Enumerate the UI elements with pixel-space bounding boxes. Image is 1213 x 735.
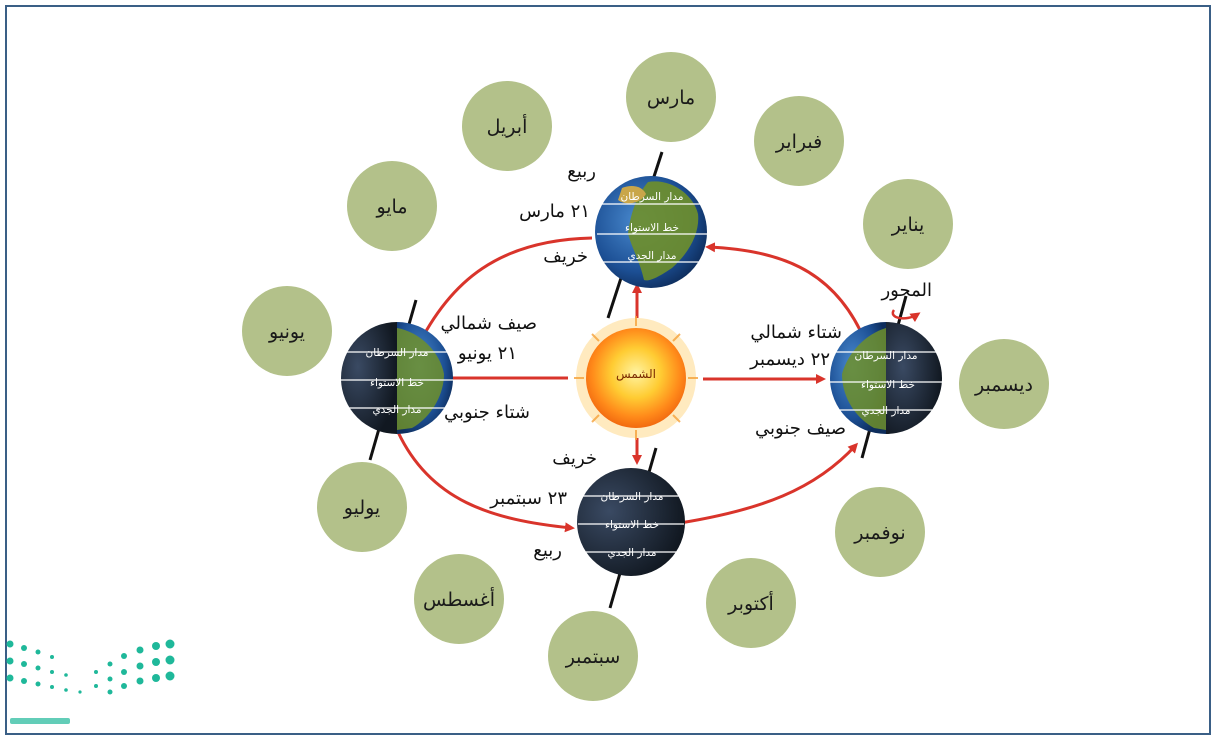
sun-rays (574, 316, 698, 440)
month-october: أكتوبر (727, 591, 774, 615)
orbit-arrow-december-to-march (705, 242, 862, 331)
march-season-top: ربيع (567, 161, 596, 182)
earth-march-tropic-cancer: مدار السرطان (620, 191, 683, 203)
december-season-top: شتاء شمالي (750, 322, 842, 343)
season-labels: ربيع ٢١ مارس خريف صيف شمالي ٢١ يونيو شتا… (440, 161, 932, 561)
month-june: يونيو (268, 321, 305, 343)
september-season-top: خريف (552, 448, 597, 469)
orbit-arrow-march-to-june (414, 236, 593, 353)
axis-label: المحور (880, 280, 932, 301)
orbit-arrow-june-to-september (396, 431, 575, 533)
earth-june-tropic-capricorn: مدار الجدي (372, 404, 421, 416)
month-september: سبتمبر (565, 646, 621, 668)
earth-june: مدار السرطان خط الاستواء مدار الجدي (341, 299, 453, 461)
month-march: مارس (647, 87, 695, 109)
sun: الشمس (574, 316, 698, 440)
ministry-logo (6, 639, 175, 724)
june-season-top: صيف شمالي (440, 313, 537, 334)
september-season-bottom: ربيع (533, 540, 562, 561)
month-december: ديسمبر (974, 374, 1033, 396)
earth-september: مدار السرطان خط الاستواء مدار الجدي (577, 447, 685, 609)
earth-june-tropic-cancer: مدار السرطان (365, 347, 428, 359)
sun-label: الشمس (616, 367, 656, 382)
month-circles: مارس أبريل فبراير مايو يناير يونيو ديسمب… (242, 52, 1049, 701)
earth-june-equator: خط الاستواء (370, 377, 424, 389)
earth-september-tropic-capricorn: مدار الجدي (607, 547, 656, 559)
march-season-bottom: خريف (543, 246, 588, 267)
december-date: ٢٢ ديسمبر (749, 349, 830, 370)
axis-rotation-arrow (891, 309, 921, 323)
june-season-bottom: شتاء جنوبي (444, 402, 530, 423)
month-august: أغسطس (423, 587, 495, 611)
orbit-arrow-september-to-december (679, 442, 859, 525)
earth-december-equator: خط الاستواء (861, 379, 915, 391)
earth-september-tropic-cancer: مدار السرطان (600, 491, 663, 503)
earth-december-tropic-cancer: مدار السرطان (854, 350, 917, 362)
month-may: مايو (375, 196, 407, 218)
month-november: نوفمبر (853, 522, 905, 544)
earth-december: مدار السرطان خط الاستواء مدار الجدي (830, 295, 942, 459)
september-date: ٢٣ سبتمبر (489, 488, 567, 509)
month-april: أبريل (487, 114, 528, 138)
earth-september-equator: خط الاستواء (605, 519, 659, 531)
month-july: يوليو (343, 497, 380, 519)
earth-march-equator: خط الاستواء (625, 222, 679, 234)
month-january: يناير (891, 214, 925, 236)
month-february: فبراير (775, 131, 822, 153)
june-date: ٢١ يونيو (457, 343, 517, 364)
earth-march: مدار السرطان خط الاستواء مدار الجدي (595, 151, 707, 319)
earth-march-tropic-capricorn: مدار الجدي (627, 250, 676, 262)
orbit-arrows (396, 236, 862, 533)
earth-december-tropic-capricorn: مدار الجدي (861, 405, 910, 417)
december-season-bottom: صيف جنوبي (755, 418, 846, 439)
march-date: ٢١ مارس (519, 201, 590, 222)
